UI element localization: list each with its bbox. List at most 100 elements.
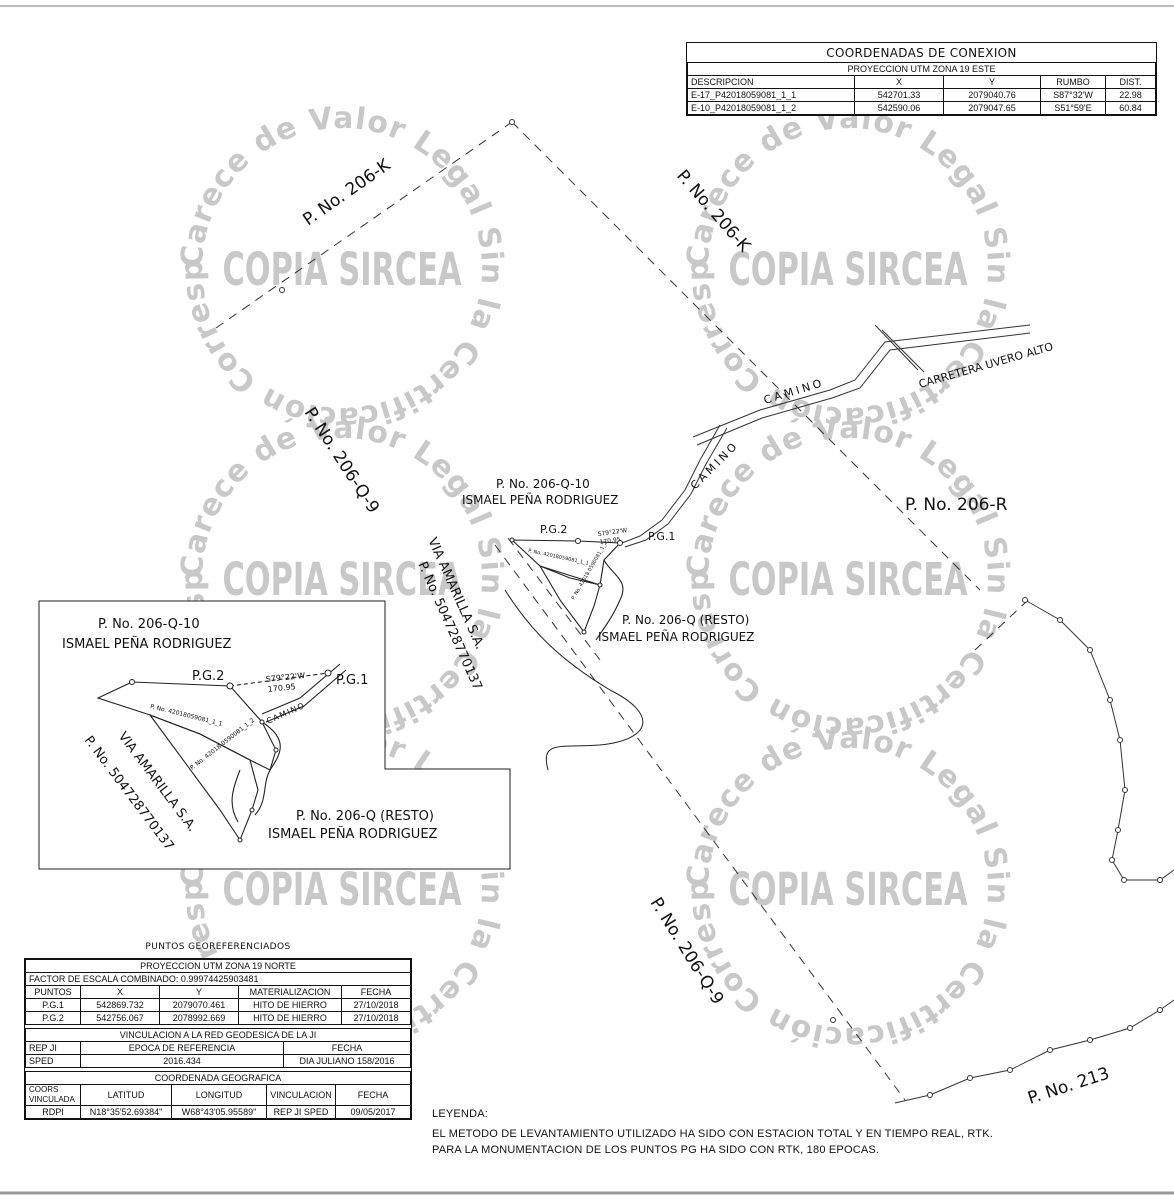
- coordenadas-conexion-table: COORDENADAS DE CONEXION PROYECCION UTM Z…: [686, 42, 1157, 116]
- conexion-cell: 60.84: [1105, 101, 1156, 115]
- vinculacion-header-fecha: FECHA: [283, 1041, 411, 1055]
- label-pg2: P.G.2: [540, 523, 567, 536]
- camino-road-lower: [696, 332, 1031, 446]
- puntos-header-puntos: PUNTOS: [25, 985, 81, 999]
- puntos-cell: 542869.732: [80, 998, 160, 1012]
- geografica-cell: W68°43'05.95589": [171, 1105, 267, 1119]
- camino-road-south: [621, 424, 721, 544]
- table-row: P.G.2 542756.067 2078992.669 HITO DE HIE…: [25, 1011, 411, 1025]
- svg-text:COPIA SIRCEA: COPIA SIRCEA: [728, 244, 967, 297]
- conexion-title: COORDENADAS DE CONEXION: [826, 46, 1017, 60]
- geografica-header-fecha: FECHA: [335, 1084, 411, 1106]
- table-row: RDPI N18°35'52.69384" W68°43'05.95589" R…: [25, 1105, 411, 1119]
- geografica-title-row: COORDENADA GEOGRAFICA: [25, 1071, 411, 1085]
- puntos-projection-row: PROYECCION UTM ZONA 19 NORTE: [25, 959, 411, 973]
- label-q-resto-owner: ISMAEL PEÑA RODRIGUEZ: [598, 629, 754, 644]
- puntos-cell: HITO DE HIERRO: [238, 1011, 342, 1025]
- factor-value: 0.99974425903481: [180, 974, 259, 984]
- conexion-cell: 2079040.76: [943, 88, 1041, 102]
- inset-nodes: [129, 669, 332, 843]
- carretera-road-a: [874, 324, 919, 371]
- puntos-cell: 542756.067: [80, 1011, 160, 1025]
- boundary-206q9: [494, 544, 906, 1101]
- puntos-title: PUNTOS GEOREFERENCIADOS: [145, 942, 291, 952]
- conexion-cell: E-17_P42018059081_1_1: [687, 88, 855, 102]
- label-206r: P. No. 206-R: [905, 495, 1008, 515]
- geografica-cell: 09/05/2017: [335, 1105, 411, 1119]
- watermark-stamp: Carece de Valor Legal Sin la Certificaci…: [175, 101, 509, 435]
- vinculacion-header-rep: REP JI: [25, 1041, 81, 1055]
- geografica-cell: REP JI SPED: [266, 1105, 336, 1119]
- puntos-header-fecha: FECHA: [341, 985, 411, 999]
- inset-survey-line: [229, 672, 329, 687]
- inset-camino-b: [265, 669, 347, 723]
- svg-text:COPIA SIRCEA: COPIA SIRCEA: [728, 554, 967, 607]
- puntos-cell: 2078992.669: [159, 1011, 239, 1025]
- conexion-header-row: DESCRIPCION X Y RUMBO DIST.: [687, 75, 1156, 89]
- label-pg1: P.G.1: [648, 530, 675, 543]
- puntos-cell: P.G.2: [25, 1011, 81, 1025]
- geografica-header-longitud: LONGITUD: [171, 1084, 267, 1106]
- inset-creek: [231, 721, 281, 823]
- geografica-grid: COORDENADA GEOGRAFICA COORS VINCULADA LA…: [25, 1071, 411, 1119]
- conexion-cell: S87°32'W: [1040, 88, 1106, 102]
- boundary-206k-east: [511, 121, 981, 591]
- conexion-grid: PROYECCION UTM ZONA 19 ESTE DESCRIPCION …: [687, 62, 1156, 115]
- inset-label-q-resto-parcel: P. No. 206-Q (RESTO): [296, 809, 434, 824]
- puntos-cell: 2079070.461: [159, 998, 239, 1012]
- watermark-stamps: Carece de Valor Legal Sin la Certificaci…: [175, 101, 1015, 1055]
- table-row: E-17_P42018059081_1_1 542701.33 2079040.…: [687, 88, 1156, 102]
- vinculacion-grid: VINCULACION A LA RED GEODESICA DE LA JI …: [25, 1028, 411, 1068]
- inset-label-q10-owner: ISMAEL PEÑA RODRIGUEZ: [62, 636, 232, 652]
- boundary-206r-south: [974, 599, 1029, 651]
- label-q10-owner: ISMAEL PEÑA RODRIGUEZ: [462, 492, 618, 507]
- label-206k-west: P. No. 206-K: [299, 155, 395, 230]
- factor-label: FACTOR DE ESCALA COMBINADO:: [29, 974, 179, 984]
- carretera-road-b: [881, 329, 925, 373]
- puntos-projection: PROYECCION UTM ZONA 19 NORTE: [25, 959, 411, 973]
- puntos-header-y: Y: [159, 985, 239, 999]
- table-row: SPED 2016.434 DIA JULIANO 158/2016: [25, 1054, 411, 1068]
- lot-outlines: [504, 539, 644, 771]
- conexion-cell: 2079047.65: [943, 101, 1041, 115]
- camino-road-upper: [692, 324, 1031, 438]
- conexion-header-x: X: [854, 75, 944, 89]
- label-lot2: P. No. 42018 0590081_1_2: [571, 540, 609, 601]
- label-213: P. No. 213: [1025, 1064, 1112, 1109]
- svg-text:COPIA SIRCEA: COPIA SIRCEA: [222, 864, 461, 917]
- geografica-title: COORDENADA GEOGRAFICA: [25, 1071, 411, 1085]
- inset-label-dist: 170.95: [267, 682, 296, 694]
- inset-label-pg2: P.G.2: [192, 669, 224, 684]
- vinculacion-header-row: REP JI EPOCA DE REFERENCIA FECHA: [25, 1041, 411, 1055]
- inset-label-q-resto-owner: ISMAEL PEÑA RODRIGUEZ: [268, 826, 438, 842]
- boundary-206k-west: [215, 121, 513, 329]
- table-row: E-10_P42018059081_1_2 542590.06 2079047.…: [687, 101, 1156, 115]
- camino-road-south-b: [624, 427, 728, 548]
- inset-frame: [38, 600, 511, 870]
- geografica-cell: RDPI: [25, 1105, 81, 1119]
- shoreline: [504, 589, 644, 771]
- puntos-grid: PROYECCION UTM ZONA 19 NORTE FACTOR DE E…: [25, 959, 411, 1025]
- puntos-header-row: PUNTOS X Y MATERIALIZACION FECHA: [25, 985, 411, 999]
- svg-text:COPIA SIRCEA: COPIA SIRCEA: [222, 244, 461, 297]
- conexion-header-y: Y: [943, 75, 1041, 89]
- conexion-cell: 542590.06: [854, 101, 944, 115]
- conexion-cell: S51°59'E: [1040, 101, 1106, 115]
- watermark-stamp: Carece de Valor Legal Sin la Certificaci…: [681, 721, 1015, 1055]
- parcel-boundaries: [215, 121, 1029, 1101]
- coastline-nodes: [927, 597, 1163, 1098]
- vinculacion-title: VINCULACION A LA RED GEODESICA DE LA JI: [25, 1028, 411, 1042]
- geografica-header-coors: COORS VINCULADA: [25, 1084, 81, 1106]
- legend-block: LEYENDA: EL METODO DE LEVANTAMIENTO UTIL…: [432, 1106, 1132, 1158]
- vinculacion-cell: 2016.434: [80, 1054, 284, 1068]
- conexion-cell: 22.98: [1105, 88, 1156, 102]
- vinculacion-header-epoca: EPOCA DE REFERENCIA: [80, 1041, 284, 1055]
- roads: [621, 324, 1031, 548]
- puntos-cell: P.G.1: [25, 998, 81, 1012]
- inset-label-pg1: P.G.1: [336, 673, 368, 688]
- legend-title: LEYENDA:: [432, 1108, 489, 1120]
- conexion-header-dist: DIST.: [1105, 75, 1156, 89]
- conexion-header-rumbo: RUMBO: [1040, 75, 1106, 89]
- creek: [595, 559, 624, 641]
